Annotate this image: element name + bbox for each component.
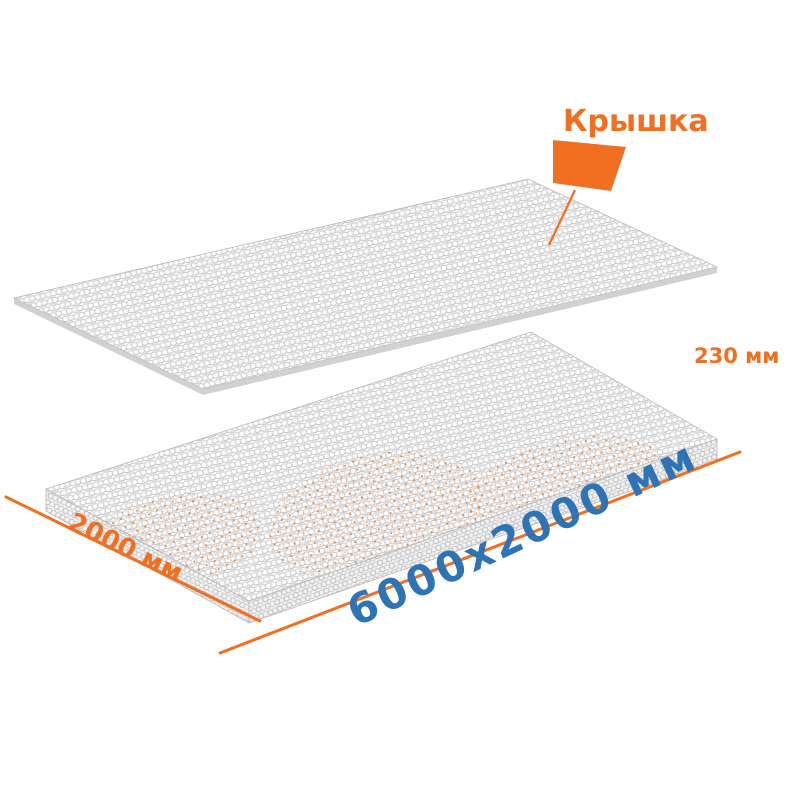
callout-leader-line <box>548 189 576 246</box>
upper-mesh-front-edge <box>203 267 717 395</box>
callout-label: Крышка <box>563 104 709 139</box>
callout-arrow <box>553 140 626 191</box>
upper-mesh-top-face <box>12 178 719 390</box>
length-dimension-line <box>218 450 742 655</box>
height-dimension-label: 230 мм <box>694 344 779 368</box>
upper-mesh-sheet <box>12 178 719 395</box>
width-dimension-line <box>4 495 262 623</box>
upper-mesh-left-edge <box>14 298 203 395</box>
